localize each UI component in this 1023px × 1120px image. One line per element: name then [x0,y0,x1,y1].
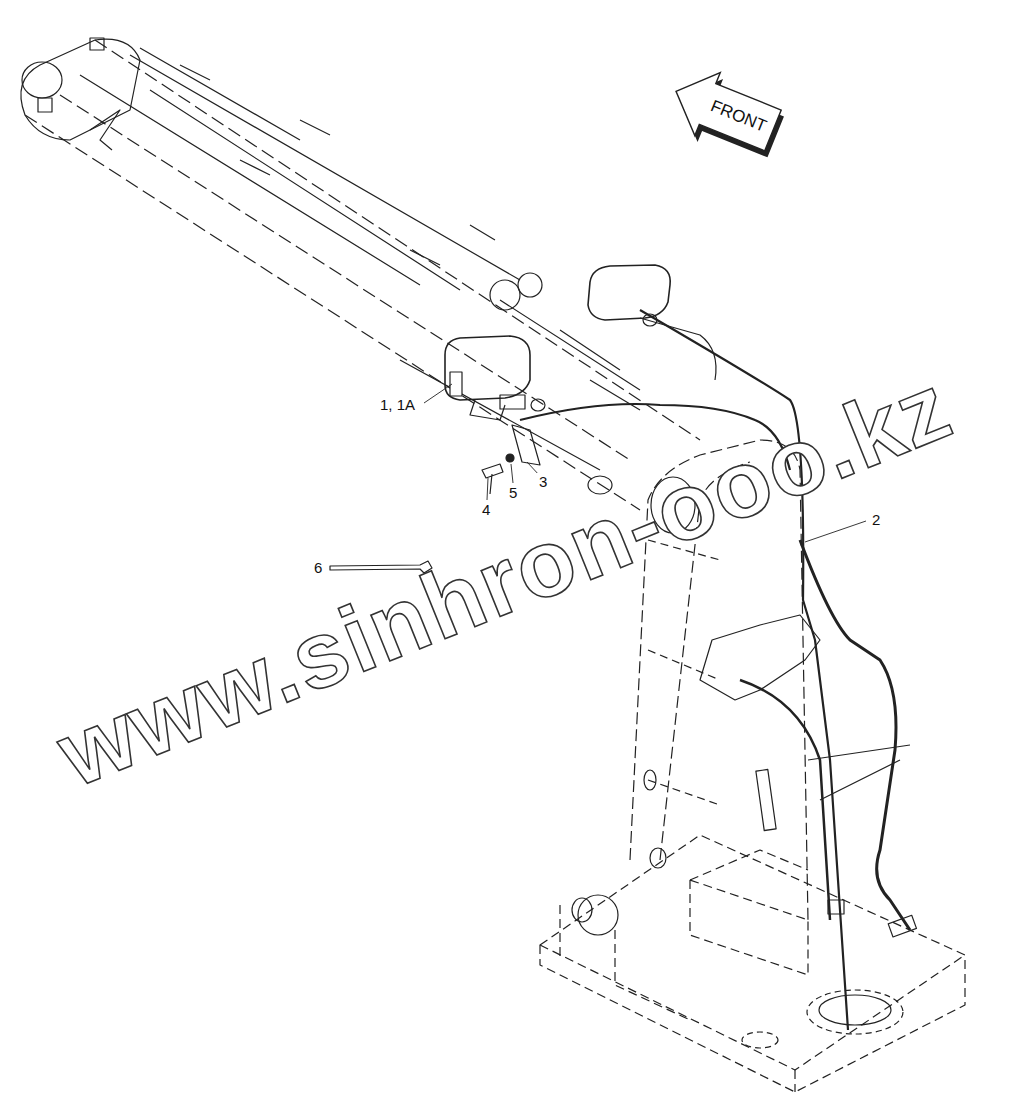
work-lamp [445,336,530,400]
arrow-shape [663,60,785,162]
callout-number: 1, 1A [378,396,417,413]
callout-number: 6 [312,559,324,576]
arm-upper-edge [95,40,700,440]
callout-number: 5 [507,484,519,501]
base-edge [540,945,965,1070]
callout-number: 2 [870,511,882,528]
base-plate [540,835,965,1092]
arm-lower-edge [25,115,640,510]
work-lamp [588,265,670,320]
arm-hoses [80,55,520,290]
callout-number: 4 [480,501,492,518]
direction-arrow: FRONT [663,60,791,164]
bracket [512,425,540,465]
callout-number: 3 [537,473,549,490]
